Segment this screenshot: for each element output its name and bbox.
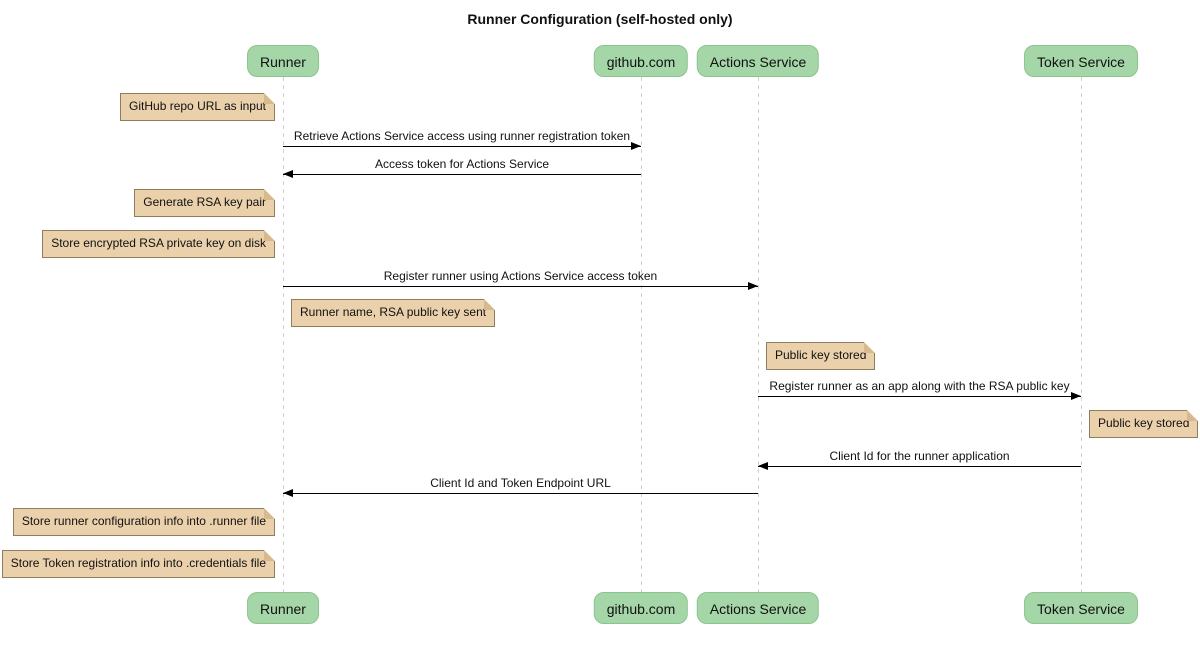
lifeline-actions — [757, 77, 759, 592]
note-7: Store runner configuration info into .ru… — [12, 508, 276, 536]
lifeline-runner — [282, 77, 284, 592]
arrowhead-left-icon — [283, 489, 293, 497]
lifeline-token — [1080, 77, 1082, 592]
message-2: Access token for Actions Service — [283, 154, 641, 178]
message-label: Retrieve Actions Service access using ru… — [293, 129, 631, 143]
note-4: Runner name, RSA public key sent — [291, 299, 496, 327]
message-label: Client Id for the runner application — [829, 449, 1010, 463]
message-label: Client Id and Token Endpoint URL — [430, 476, 611, 490]
lifeline-github — [640, 77, 642, 592]
arrowhead-right-icon — [1071, 392, 1081, 400]
participant-github-top: github.com — [593, 45, 689, 77]
participant-runner-top: Runner — [247, 45, 319, 77]
message-label: Register runner using Actions Service ac… — [383, 269, 658, 283]
participant-github-bottom: github.com — [593, 592, 689, 624]
participant-token-bottom: Token Service — [1024, 592, 1138, 624]
participant-actions-bottom: Actions Service — [696, 592, 820, 624]
arrowhead-right-icon — [748, 282, 758, 290]
note-1: GitHub repo URL as input — [120, 93, 275, 121]
message-label: Register runner as an app along with the… — [769, 379, 1070, 393]
arrowhead-left-icon — [758, 462, 768, 470]
message-6: Client Id and Token Endpoint URL — [283, 473, 758, 497]
message-5: Client Id for the runner application — [758, 446, 1081, 470]
note-3: Store encrypted RSA private key on disk — [42, 230, 275, 258]
participant-token-top: Token Service — [1024, 45, 1138, 77]
diagram-title: Runner Configuration (self-hosted only) — [467, 11, 733, 27]
arrowhead-right-icon — [631, 142, 641, 150]
message-1: Retrieve Actions Service access using ru… — [283, 126, 641, 150]
message-label: Access token for Actions Service — [374, 157, 550, 171]
note-8: Store Token registration info into .cred… — [1, 550, 276, 578]
message-4: Register runner as an app along with the… — [758, 376, 1081, 400]
note-6: Public key stored — [1089, 410, 1199, 438]
note-5: Public key stored — [766, 342, 876, 370]
note-2: Generate RSA key pair — [134, 189, 275, 217]
participant-actions-top: Actions Service — [696, 45, 820, 77]
participant-runner-bottom: Runner — [247, 592, 319, 624]
arrowhead-left-icon — [283, 170, 293, 178]
message-3: Register runner using Actions Service ac… — [283, 266, 758, 290]
